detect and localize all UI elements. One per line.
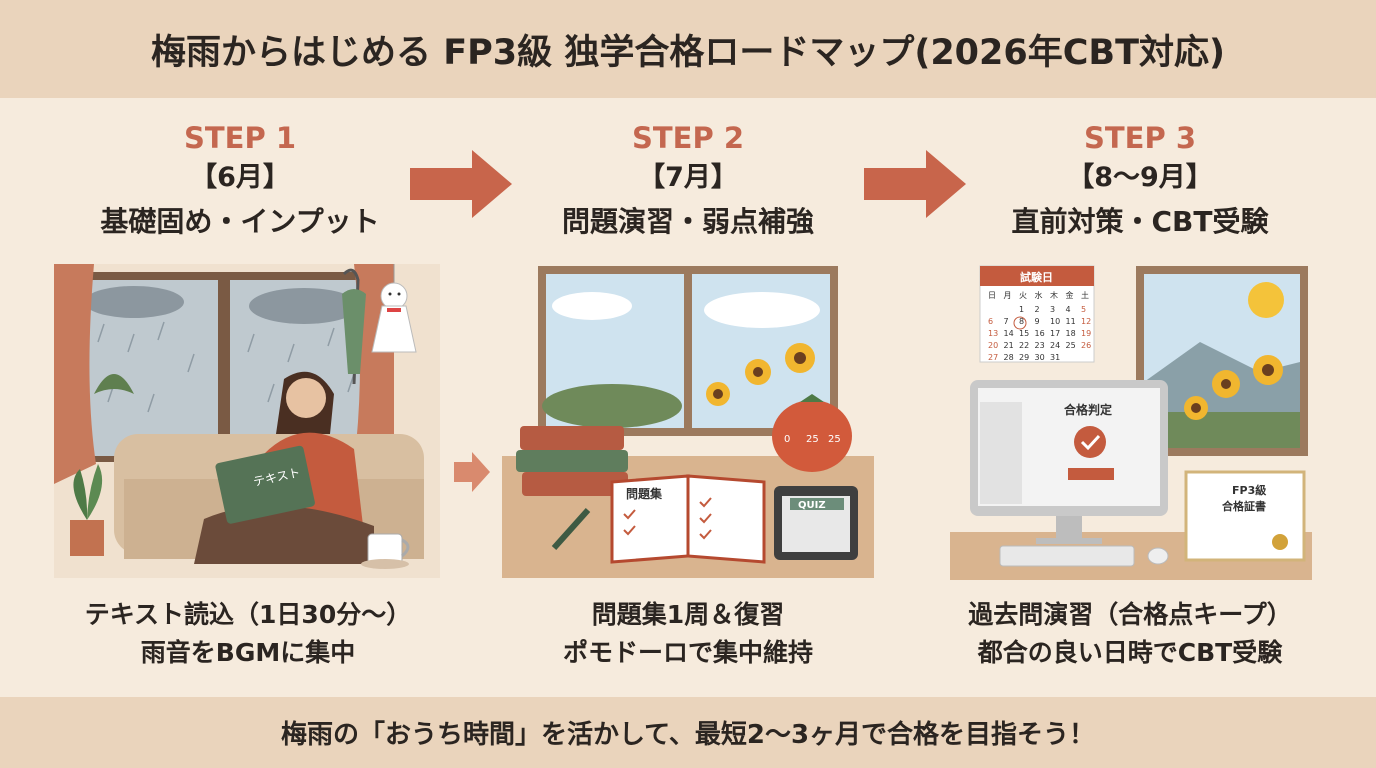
step-3-desc-line-1: 過去問演習（合格点キープ） bbox=[968, 600, 1292, 629]
step-1-illustration: テキスト bbox=[54, 264, 440, 578]
step-1-title: 基礎固め・インプット bbox=[100, 205, 380, 238]
calendar-day: 28 bbox=[1004, 353, 1014, 362]
workbook-label: 問題集 bbox=[626, 486, 663, 501]
calendar-day: 16 bbox=[1035, 329, 1045, 338]
calendar-day: 14 bbox=[1004, 329, 1014, 338]
svg-text:25: 25 bbox=[828, 434, 841, 445]
calendar-day: 18 bbox=[1066, 329, 1076, 338]
mouse-icon bbox=[1147, 547, 1169, 565]
arrow-right-icon bbox=[864, 150, 966, 218]
calendar-weekday: 水 bbox=[1035, 290, 1043, 300]
calendar-day: 20 bbox=[988, 341, 998, 350]
check-icon bbox=[1074, 426, 1106, 458]
svg-text:0: 0 bbox=[784, 434, 790, 445]
calendar-weekday: 土 bbox=[1081, 290, 1089, 300]
calendar-day: 1 bbox=[1019, 305, 1024, 314]
pencil-icon bbox=[551, 507, 591, 551]
arrow-right-icon bbox=[454, 452, 490, 492]
calendar-day: 6 bbox=[988, 317, 993, 326]
umbrella-icon bbox=[342, 268, 366, 385]
calendar-day: 22 bbox=[1019, 341, 1029, 350]
step-3-month: 【8〜9月】 bbox=[1067, 162, 1213, 193]
footer-message: 梅雨の「おうち時間」を活かして、最短2〜3ヶ月で合格を目指そう！ bbox=[280, 720, 1096, 750]
certificate-line-2: 合格証書 bbox=[1222, 499, 1266, 513]
step-1-description: テキスト読込（1日30分〜） 雨音をBGMに集中 bbox=[18, 596, 478, 672]
arrow-right-icon bbox=[410, 150, 512, 218]
step-1-heading: STEP 1 【6月】 基礎固め・インプット bbox=[40, 118, 440, 246]
step-1-month: 【6月】 bbox=[190, 162, 290, 193]
calendar-day: 31 bbox=[1050, 353, 1060, 362]
calendar-day: 13 bbox=[988, 329, 998, 338]
calendar-day: 9 bbox=[1035, 317, 1040, 326]
certificate-line-1: FP3級 bbox=[1232, 483, 1266, 497]
keyboard-icon bbox=[999, 545, 1135, 567]
teru-teru-bozu-icon bbox=[371, 264, 417, 353]
calendar-weekday: 日 bbox=[988, 291, 996, 300]
step-1-desc-line-2: 雨音をBGMに集中 bbox=[140, 638, 356, 667]
step-1-label: STEP 1 bbox=[183, 121, 296, 155]
calendar-day: 17 bbox=[1050, 329, 1060, 338]
plant-icon bbox=[70, 464, 104, 556]
calendar-weekday: 火 bbox=[1019, 291, 1027, 300]
calendar-title: 試験日 bbox=[1020, 270, 1053, 284]
calendar-day: 3 bbox=[1050, 305, 1055, 314]
result-label: 合格判定 bbox=[1064, 402, 1112, 417]
step-3-heading: STEP 3 【8〜9月】 直前対策・CBT受験 bbox=[940, 118, 1340, 246]
calendar-weekday: 金 bbox=[1066, 290, 1074, 300]
page-title: 梅雨からはじめる FP3級 独学合格ロードマップ(2026年CBT対応) bbox=[151, 32, 1225, 73]
calendar-day: 27 bbox=[988, 353, 998, 362]
calendar-day: 4 bbox=[1066, 305, 1071, 314]
calendar-day: 24 bbox=[1050, 341, 1060, 350]
sun-icon bbox=[1248, 282, 1284, 318]
quiz-label: QUIZ bbox=[798, 500, 826, 511]
calendar-weekday: 木 bbox=[1050, 290, 1058, 300]
step-2-desc-line-1: 問題集1周＆復習 bbox=[591, 600, 785, 629]
tomato-timer-icon: 0 25 25 bbox=[772, 394, 852, 472]
sunflower-icon bbox=[706, 343, 815, 406]
calendar-day: 21 bbox=[1004, 341, 1014, 350]
check-icon bbox=[623, 497, 712, 540]
calendar-day: 25 bbox=[1066, 341, 1076, 350]
step-2-month: 【7月】 bbox=[638, 162, 738, 193]
step-2-desc-line-2: ポモドーロで集中維持 bbox=[562, 638, 813, 667]
calendar-day: 8 bbox=[1019, 317, 1024, 326]
calendar-day: 5 bbox=[1081, 305, 1086, 314]
step-2-title: 問題演習・弱点補強 bbox=[561, 205, 814, 238]
step-2-label: STEP 2 bbox=[631, 121, 744, 155]
calendar-day: 11 bbox=[1066, 317, 1076, 326]
calendar-day: 2 bbox=[1035, 305, 1040, 314]
calendar-weekday: 月 bbox=[1004, 291, 1012, 300]
coffee-cup-icon bbox=[361, 533, 410, 569]
footer-banner: 梅雨の「おうち時間」を活かして、最短2〜3ヶ月で合格を目指そう！ bbox=[0, 697, 1376, 768]
calendar-day: 23 bbox=[1035, 341, 1045, 350]
calendar-day: 26 bbox=[1081, 341, 1091, 350]
step-2-heading: STEP 2 【7月】 問題演習・弱点補強 bbox=[488, 118, 888, 246]
step-2-illustration: 問題集 QUIZ 0 25 25 bbox=[502, 266, 874, 578]
step-3-label: STEP 3 bbox=[1083, 121, 1196, 155]
step-3-title: 直前対策・CBT受験 bbox=[1011, 205, 1269, 238]
calendar-day: 10 bbox=[1050, 317, 1060, 326]
svg-text:25: 25 bbox=[806, 434, 819, 445]
calendar-day: 7 bbox=[1004, 317, 1009, 326]
calendar-day: 15 bbox=[1019, 329, 1029, 338]
calendar-day: 12 bbox=[1081, 317, 1091, 326]
sunflower-icon bbox=[1184, 355, 1283, 420]
calendar-day: 29 bbox=[1019, 353, 1029, 362]
header-banner: 梅雨からはじめる FP3級 独学合格ロードマップ(2026年CBT対応) bbox=[0, 0, 1376, 98]
step-3-description: 過去問演習（合格点キープ） 都合の良い日時でCBT受験 bbox=[900, 596, 1360, 672]
calendar-day: 19 bbox=[1081, 329, 1091, 338]
step-1-desc-line-1: テキスト読込（1日30分〜） bbox=[84, 600, 412, 629]
step-3-desc-line-2: 都合の良い日時でCBT受験 bbox=[977, 638, 1283, 667]
step-2-description: 問題集1周＆復習 ポモドーロで集中維持 bbox=[458, 596, 918, 672]
calendar-day: 30 bbox=[1035, 353, 1045, 362]
